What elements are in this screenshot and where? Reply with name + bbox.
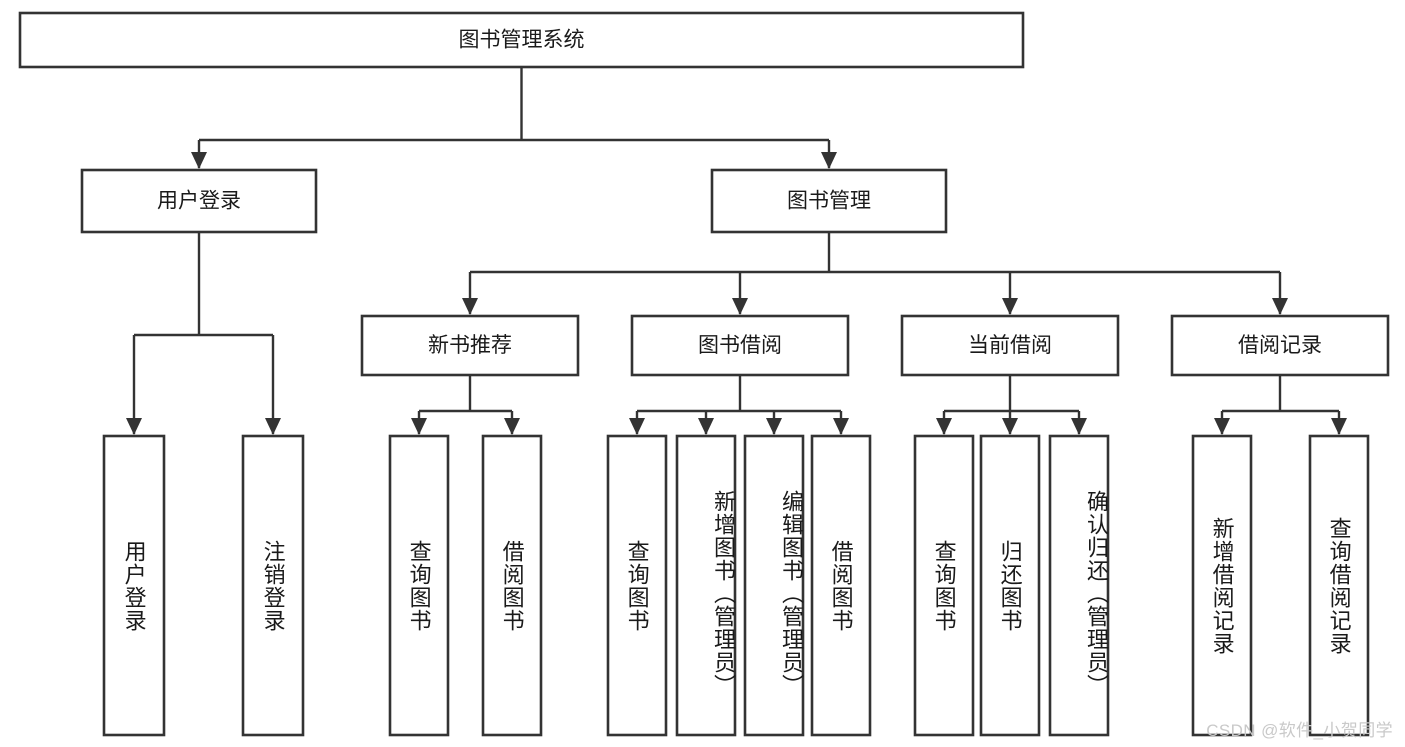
arrow-to-leaf-borrow-book [833,418,849,435]
node-current-borrow-box [900,314,1120,377]
root-node[interactable]: 图书管理系统 [18,11,1025,69]
arrow-to-book-manage [821,152,837,169]
node-leaf-return-book[interactable] [979,434,1041,737]
node-borrow-record-box [1170,314,1390,377]
arrow-to-borrow-record [1272,298,1288,315]
node-leaf-add-record[interactable] [1191,434,1253,737]
node-leaf-borrow-book-rec[interactable] [481,434,543,737]
node-book-manage-label: 图书管理 [787,190,871,213]
node-leaf-edit-book-box [743,434,805,737]
node-leaf-logout-box [241,434,305,737]
node-current-borrow-label: 当前借阅 [968,334,1052,357]
node-leaf-user-login-box [102,434,166,737]
node-leaf-user-login[interactable] [102,434,166,737]
arrow-to-new-book-rec [462,298,478,315]
node-leaf-return-book-box [979,434,1041,737]
arrow-to-leaf-edit-book [766,418,782,435]
arrow-to-leaf-query-book-cur [936,418,952,435]
node-leaf-borrow-book-rec-box [481,434,543,737]
node-leaf-add-record-box [1191,434,1253,737]
arrow-to-book-borrow [732,298,748,315]
node-leaf-query-book-cur[interactable] [913,434,975,737]
root-node-box [18,11,1025,69]
node-borrow-record[interactable]: 借阅记录 [1170,314,1390,377]
node-leaf-edit-book[interactable] [743,434,805,737]
arrow-to-leaf-return-book [1002,418,1018,435]
node-user-login[interactable]: 用户登录 [80,168,318,234]
node-current-borrow[interactable]: 当前借阅 [900,314,1120,377]
node-new-book-rec[interactable]: 新书推荐 [360,314,580,377]
node-leaf-borrow-book[interactable] [810,434,872,737]
arrow-to-current-borrow [1002,298,1018,315]
node-book-manage-box [710,168,948,234]
arrow-to-leaf-query-book [629,418,645,435]
arrow-to-leaf-add-book [698,418,714,435]
edges-layer [126,67,1347,435]
node-leaf-query-book[interactable] [606,434,668,737]
node-leaf-query-book-cur-box [913,434,975,737]
root-node-label: 图书管理系统 [459,29,585,52]
arrow-to-leaf-confirm-return [1071,418,1087,435]
node-user-login-label: 用户登录 [157,190,241,213]
arrow-to-leaf-query-record [1331,418,1347,435]
node-new-book-rec-label: 新书推荐 [428,334,512,357]
node-book-borrow[interactable]: 图书借阅 [630,314,850,377]
node-leaf-query-record-box [1308,434,1370,737]
node-leaf-query-book-rec-box [388,434,450,737]
node-leaf-query-book-rec[interactable] [388,434,450,737]
node-leaf-add-book[interactable] [675,434,737,737]
arrow-to-leaf-user-login [126,418,142,435]
node-user-login-box [80,168,318,234]
node-leaf-confirm-return[interactable] [1048,434,1110,737]
node-leaf-logout[interactable] [241,434,305,737]
arrow-to-leaf-borrow-book-rec [504,418,520,435]
arrow-to-leaf-add-record [1214,418,1230,435]
node-new-book-rec-box [360,314,580,377]
node-leaf-query-record[interactable] [1308,434,1370,737]
node-book-manage[interactable]: 图书管理 [710,168,948,234]
node-leaf-query-book-box [606,434,668,737]
node-leaf-borrow-book-box [810,434,872,737]
watermark: CSDN @软件_小贺同学 [1206,721,1393,740]
node-leaf-confirm-return-box [1048,434,1110,737]
arrow-to-leaf-query-book-rec [411,418,427,435]
node-book-borrow-label: 图书借阅 [698,334,782,357]
arrow-to-leaf-logout [265,418,281,435]
node-leaf-add-book-box [675,434,737,737]
node-book-borrow-box [630,314,850,377]
node-borrow-record-label: 借阅记录 [1238,334,1322,357]
arrow-to-user-login [191,152,207,169]
